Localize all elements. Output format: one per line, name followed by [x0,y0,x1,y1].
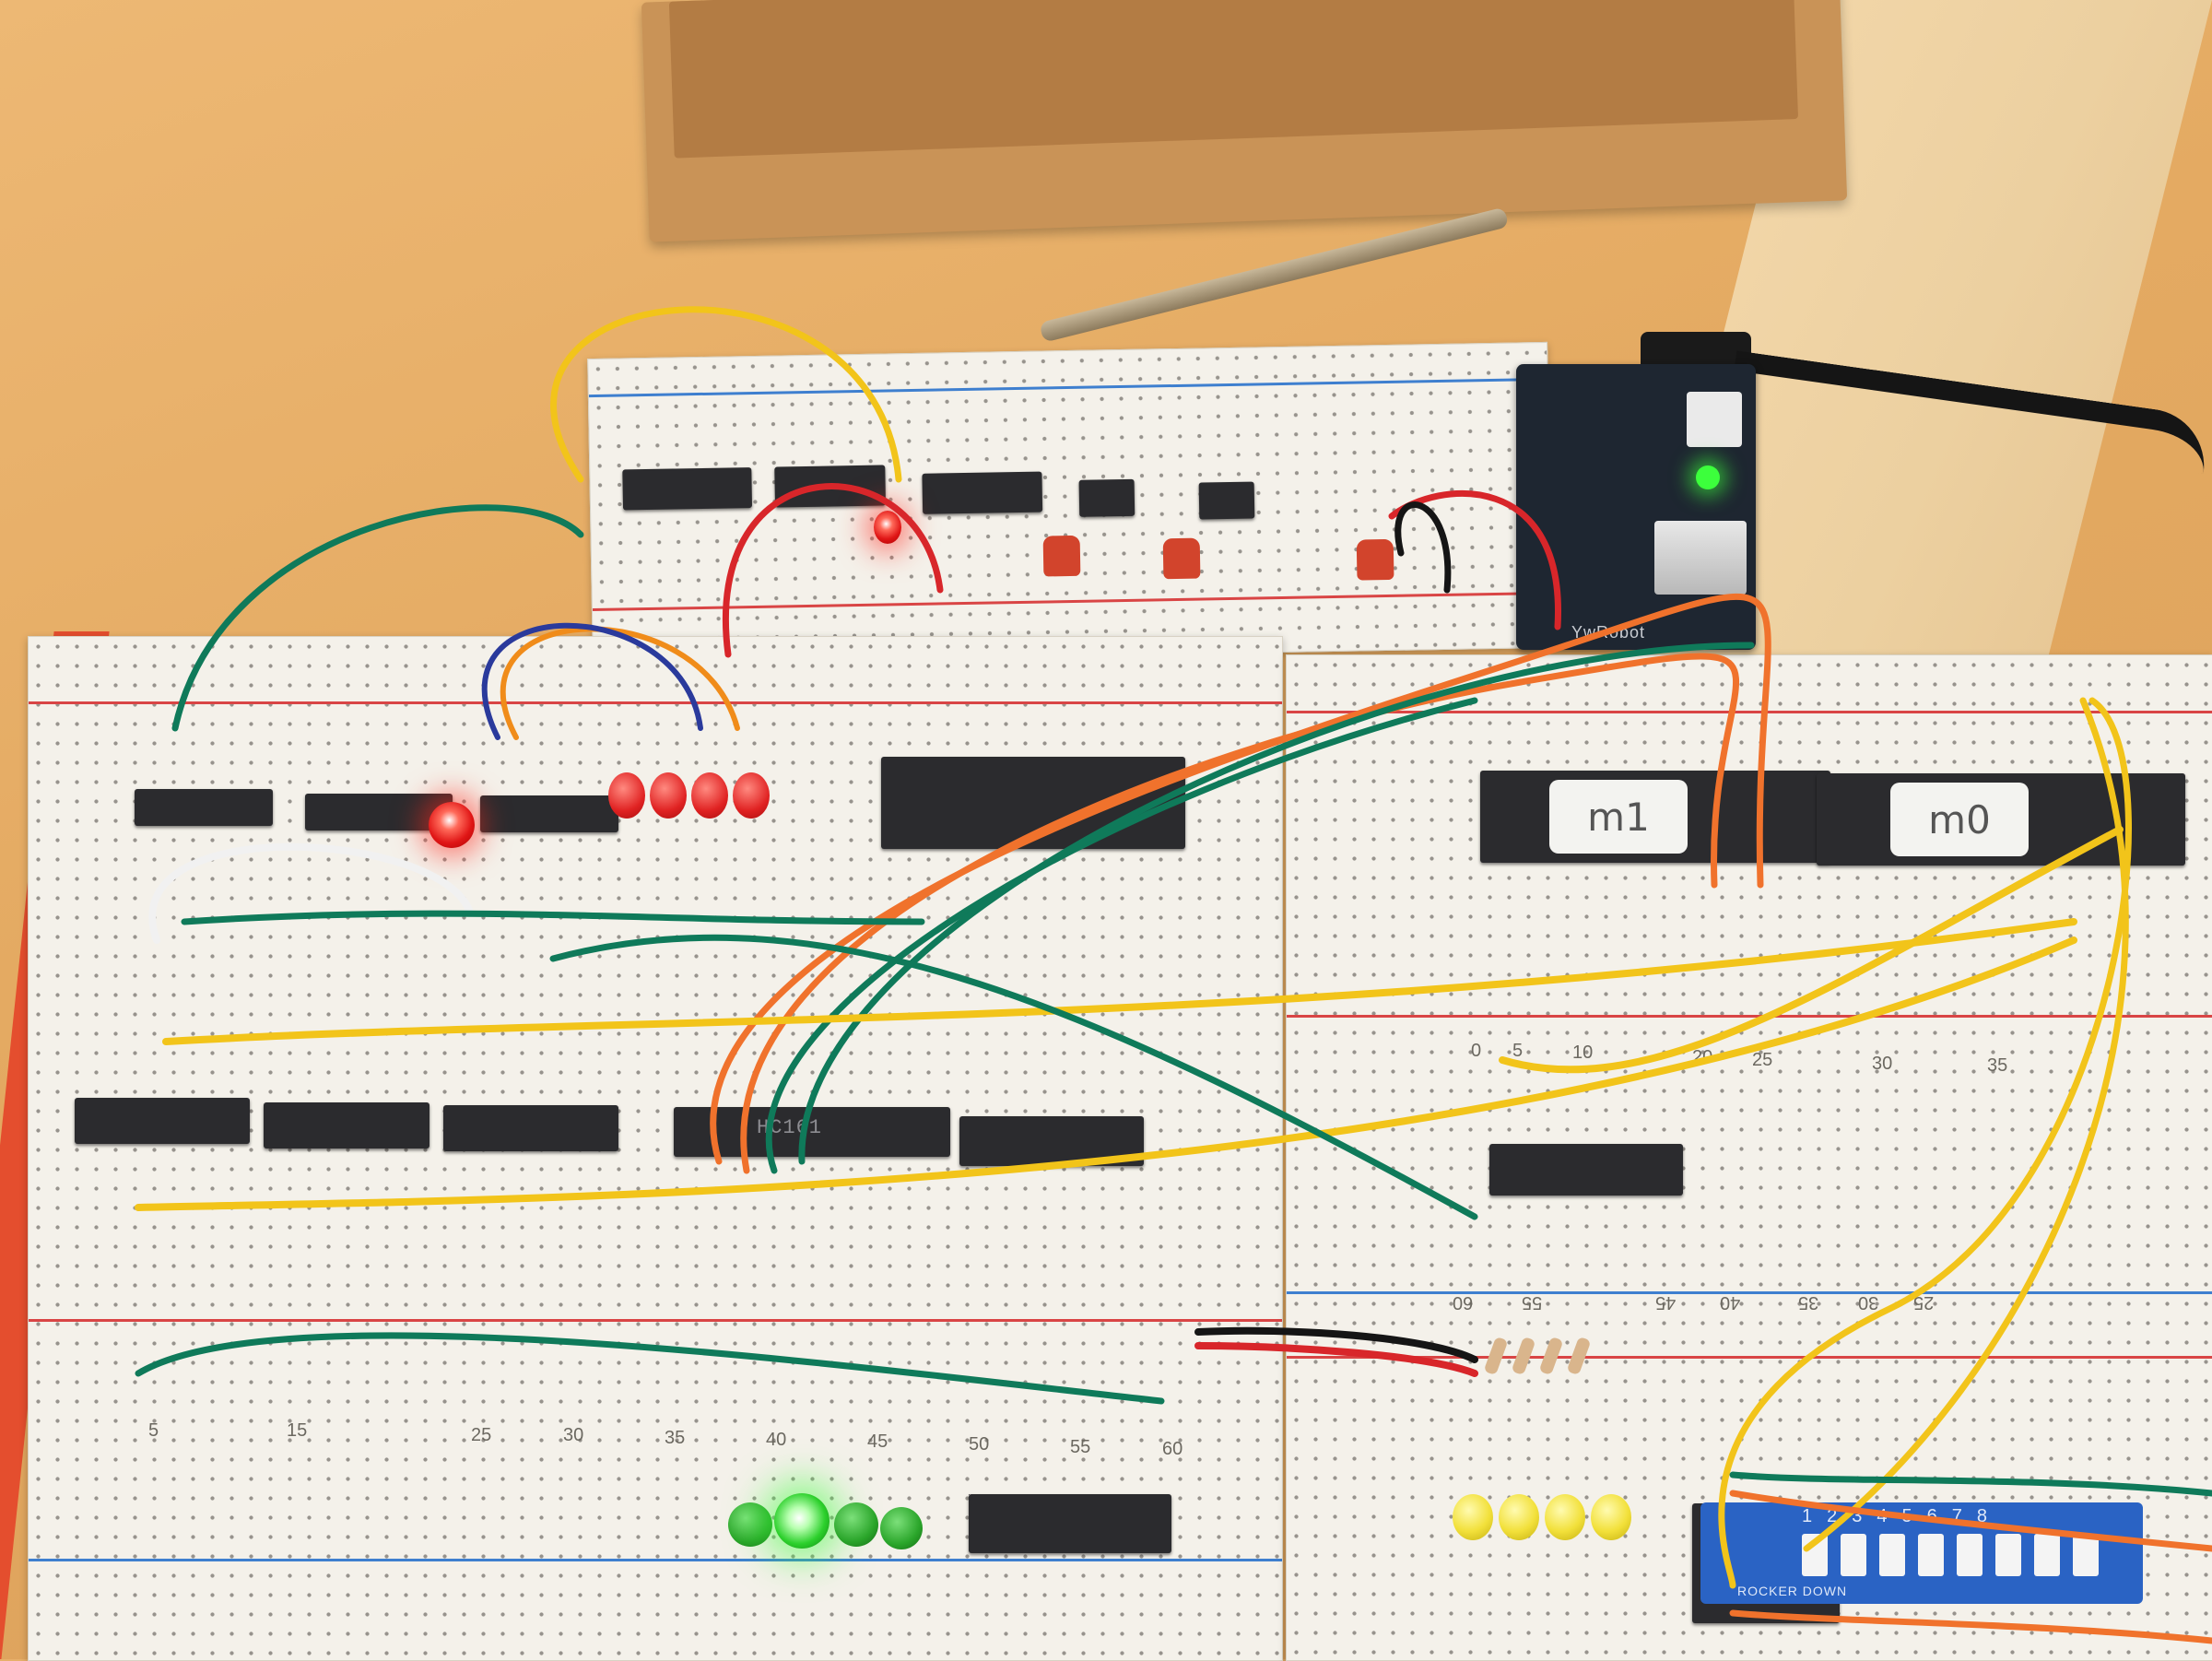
red-led [733,772,770,819]
column-number: 0 [1471,1041,1482,1061]
green-led [880,1507,923,1549]
ic-chip [1489,1144,1683,1196]
dip-switch-toggle-4[interactable] [1918,1534,1944,1576]
dip-switch-toggle-6[interactable] [1995,1534,2021,1576]
column-number: 35 [1987,1055,2008,1076]
ic-chip [969,1494,1171,1553]
red-led-lit [874,511,901,544]
dip-switch-toggle-3[interactable] [1879,1534,1905,1576]
yellow-led [1453,1494,1493,1540]
column-number: 25 [471,1425,492,1445]
ic-chip [443,1105,618,1151]
spacer [969,1494,970,1495]
yellow-led [1545,1494,1585,1540]
column-number: 45 [867,1431,888,1452]
ic-chip [480,795,618,832]
column-number: 30 [563,1425,584,1445]
ram-chip-m1: m1 [1480,771,1830,863]
column-number: 30 [1872,1054,1893,1074]
ic-chip [305,794,453,830]
ic-chip [75,1098,250,1144]
rail-red [1287,1015,2212,1018]
dip-switch-toggle-8[interactable] [2073,1534,2099,1576]
column-number: 35 [665,1428,686,1448]
column-number: 25 [1752,1050,1773,1070]
red-led [650,772,687,819]
power-switch[interactable] [1687,392,1742,447]
dip-switch-caption: ROCKER DOWN [1737,1584,1848,1598]
rail-red [1287,1356,2212,1359]
green-led-lit [774,1493,830,1549]
usb-port [1654,521,1747,595]
red-led [608,772,645,819]
column-number: 40 [766,1430,787,1450]
red-led [691,772,728,819]
green-led [728,1502,772,1547]
column-number: 5 [148,1420,159,1441]
ram-chip-m0: m0 [1817,773,2185,866]
ic-chip [135,789,273,826]
dip-switch-toggle-7[interactable] [2034,1534,2060,1576]
rail-red [29,701,1282,704]
green-led [834,1502,878,1547]
dip-switch-toggle-5[interactable] [1957,1534,1983,1576]
column-number: 10 [1572,1043,1594,1063]
yellow-led [1499,1494,1539,1540]
dip-switch-toggle-2[interactable] [1841,1534,1866,1576]
ic-chip [264,1102,429,1149]
chip-label-m1: m1 [1549,780,1688,854]
rail-red [29,1319,1282,1322]
power-indicator-led [1696,465,1720,489]
rail-red [1287,711,2212,713]
chip-label-m0: m0 [1890,783,2029,856]
rail-blue [29,1559,1282,1561]
column-number: 60 [1162,1439,1183,1459]
yellow-led [1591,1494,1631,1540]
column-number: 50 [969,1434,990,1455]
counter-chip-hc161: HC161 [674,1107,950,1157]
column-number: 5 [1512,1041,1524,1061]
column-number: 15 [287,1420,308,1441]
rail-blue [1287,1291,2212,1294]
column-number: 55 [1070,1437,1091,1457]
red-led-lit [429,802,475,848]
